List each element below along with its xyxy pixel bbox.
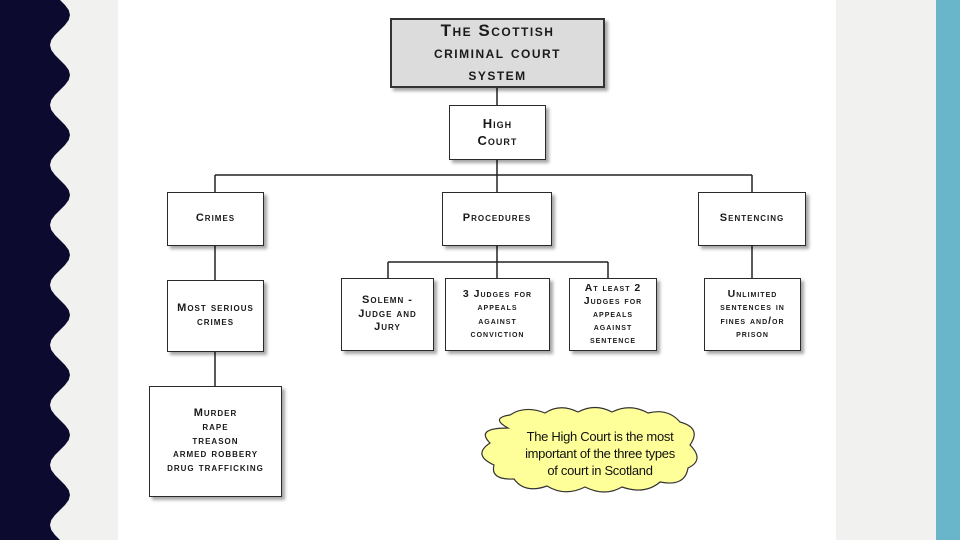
right-accent-band — [936, 0, 960, 540]
callout-note-text: The High Court is the most important of … — [525, 429, 675, 478]
procedures-box: Procedures — [442, 192, 552, 246]
sentencing-box: Sentencing — [698, 192, 806, 246]
solemn-judge-jury-box: Solemn - Judge and Jury — [341, 278, 434, 351]
unlimited-sentences-box: Unlimited sentences in fines and/or pris… — [704, 278, 801, 351]
most-serious-crimes-box: Most serious crimes — [167, 280, 264, 352]
crime-examples-box: Murder rape treason armed robbery drug t… — [149, 386, 282, 497]
crimes-box: Crimes — [167, 192, 264, 246]
wavy-left-band — [0, 0, 70, 540]
two-judges-sentence-box: At least 2 Judges for appeals against se… — [569, 278, 657, 351]
three-judges-conviction-box: 3 Judges for appeals against conviction — [445, 278, 550, 351]
diagram-title-box: The Scottish criminal court system — [390, 18, 605, 88]
high-court-box: High Court — [449, 105, 546, 160]
